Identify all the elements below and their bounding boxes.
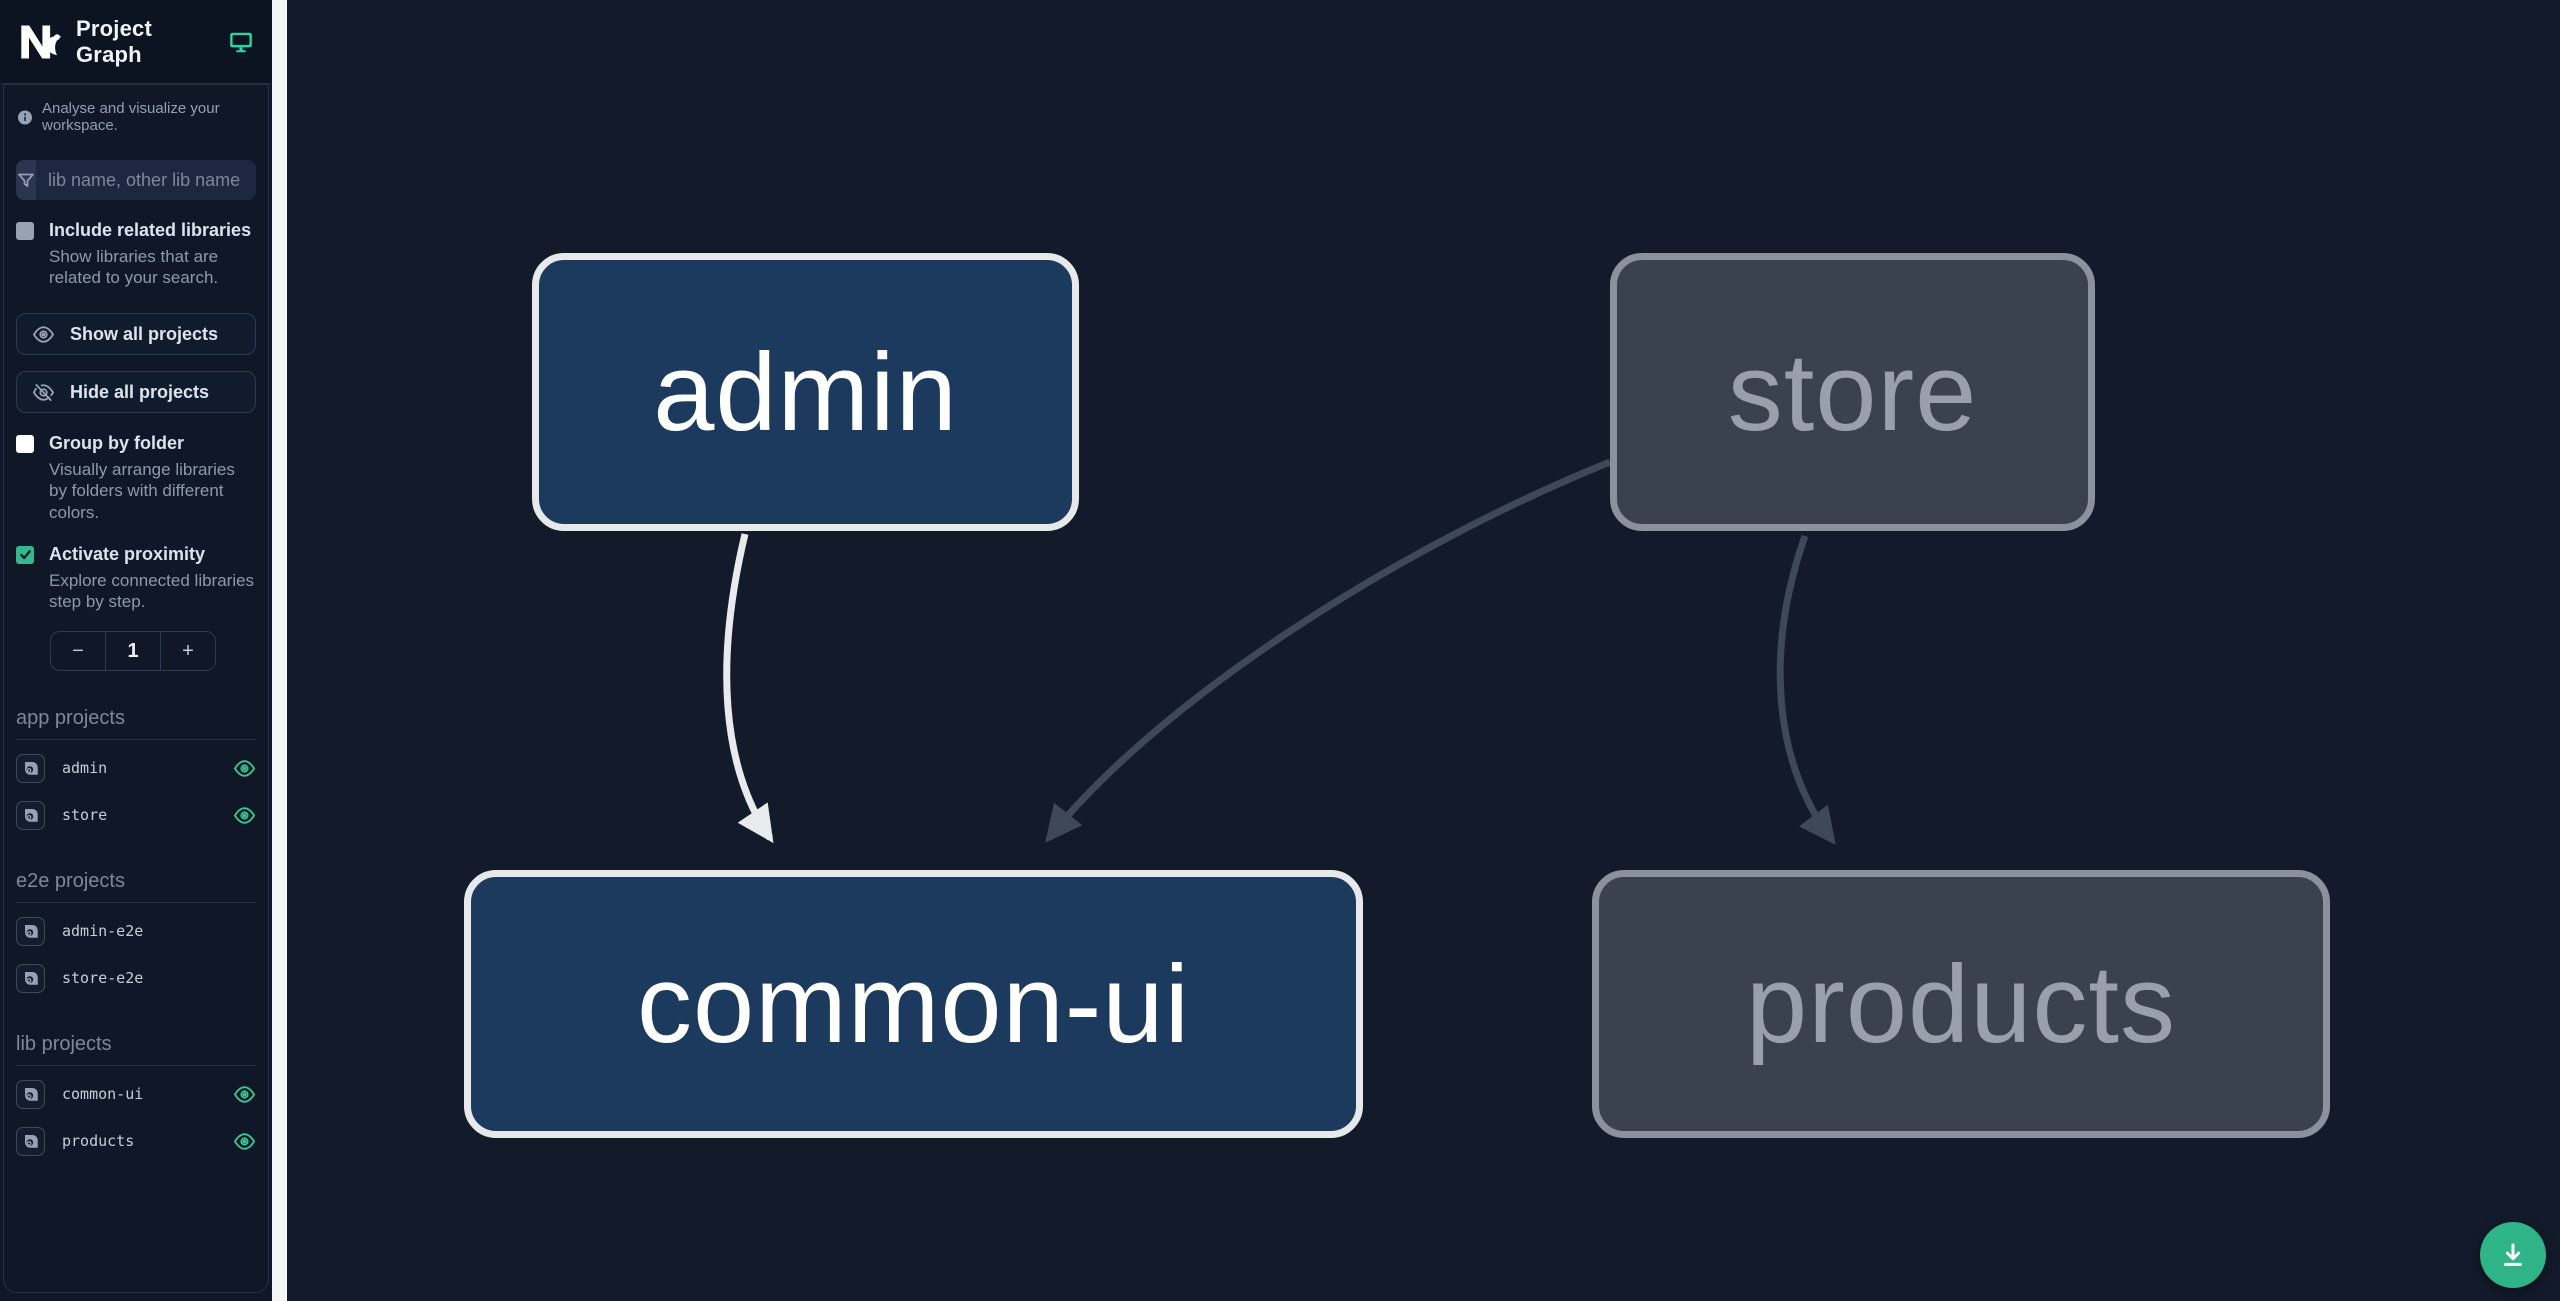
project-row-store: store bbox=[16, 796, 256, 834]
project-row-common-ui: common-ui bbox=[16, 1075, 256, 1113]
graph-edges bbox=[723, 458, 1836, 845]
graph-node-products[interactable]: products bbox=[1592, 870, 2330, 1138]
include-related-desc: Show libraries that are related to your … bbox=[49, 246, 219, 288]
eye-icon[interactable] bbox=[233, 1130, 256, 1153]
tagline-text: Analyse and visualize your workspace. bbox=[41, 100, 220, 134]
include-related-label: Include related libraries bbox=[49, 220, 252, 240]
sidebar-header: Project Graph bbox=[0, 0, 272, 84]
project-row-admin: admin bbox=[16, 749, 256, 787]
group-by-folder-desc: Visually arrange libraries by folders wi… bbox=[49, 459, 235, 523]
eye-icon bbox=[32, 325, 55, 343]
graph-node-admin[interactable]: admin bbox=[532, 253, 1079, 531]
edge-store-products bbox=[1776, 534, 1836, 845]
edge-admin-common-ui bbox=[723, 533, 774, 844]
search-input[interactable] bbox=[36, 160, 256, 200]
project-name[interactable]: store bbox=[62, 806, 108, 825]
nx-logo bbox=[21, 25, 62, 58]
eye-icon[interactable] bbox=[233, 1083, 256, 1106]
library-icon bbox=[16, 916, 45, 946]
project-name[interactable]: store-e2e bbox=[62, 969, 144, 988]
stepper-decrement-button[interactable]: − bbox=[72, 639, 84, 662]
section-title-e2e-projects: e2e projects bbox=[16, 870, 256, 904]
download-image-button[interactable] bbox=[2480, 1222, 2546, 1288]
node-label: store bbox=[1727, 330, 1978, 454]
group-by-folder-checkbox[interactable] bbox=[16, 435, 34, 454]
project-name[interactable]: admin-e2e bbox=[62, 922, 144, 941]
library-icon bbox=[16, 753, 45, 783]
hide-all-projects-button[interactable]: Hide all projects bbox=[16, 371, 256, 414]
graph-node-store[interactable]: store bbox=[1610, 253, 2095, 531]
section-title-lib-projects: lib projects bbox=[16, 1033, 256, 1067]
library-icon bbox=[16, 1126, 45, 1156]
sidebar-resize-handle[interactable] bbox=[272, 0, 287, 1301]
project-name[interactable]: products bbox=[62, 1132, 135, 1151]
info-icon bbox=[18, 110, 32, 124]
stepper-value: 1 bbox=[105, 632, 160, 671]
project-row-admin-e2e: admin-e2e bbox=[16, 912, 256, 950]
page-title: Project Graph bbox=[76, 15, 152, 67]
project-row-store-e2e: store-e2e bbox=[16, 959, 256, 997]
activate-proximity-label: Activate proximity bbox=[49, 543, 206, 564]
show-all-projects-button[interactable]: Show all projects bbox=[16, 313, 256, 356]
edge-store-common-ui bbox=[1045, 458, 1612, 843]
activate-proximity-desc: Explore connected libraries step by step… bbox=[49, 570, 255, 612]
project-row-products: products bbox=[16, 1122, 256, 1160]
eye-off-icon bbox=[32, 383, 55, 401]
monitor-icon[interactable] bbox=[228, 29, 254, 55]
library-icon bbox=[16, 800, 45, 830]
funnel-icon bbox=[16, 160, 36, 200]
proximity-stepper: − 1 + bbox=[50, 631, 216, 672]
sidebar: Project Graph Analyse and visualize your… bbox=[0, 0, 272, 1301]
checkmark-icon bbox=[19, 550, 31, 560]
group-by-folder-option: Group by folder Visually arrange librari… bbox=[0, 433, 272, 524]
library-icon bbox=[16, 1079, 45, 1109]
include-related-checkbox[interactable] bbox=[16, 222, 34, 240]
show-all-projects-label: Show all projects bbox=[70, 323, 219, 344]
eye-icon[interactable] bbox=[233, 757, 256, 780]
eye-icon[interactable] bbox=[233, 804, 256, 827]
workspace-tagline: Analyse and visualize your workspace. bbox=[0, 84, 272, 144]
node-label: products bbox=[1746, 942, 2176, 1066]
filter-box bbox=[16, 160, 256, 200]
project-name[interactable]: admin bbox=[62, 759, 108, 778]
activate-proximity-option: Activate proximity Explore connected lib… bbox=[0, 544, 272, 613]
graph-node-common-ui[interactable]: common-ui bbox=[464, 870, 1363, 1138]
stepper-increment-button[interactable]: + bbox=[160, 632, 215, 671]
download-icon bbox=[2504, 1243, 2522, 1266]
hide-all-projects-label: Hide all projects bbox=[70, 381, 210, 402]
section-title-app-projects: app projects bbox=[16, 707, 256, 741]
include-related-option: Include related libraries Show libraries… bbox=[0, 220, 272, 289]
activate-proximity-checkbox[interactable] bbox=[16, 545, 34, 564]
project-name[interactable]: common-ui bbox=[62, 1085, 144, 1104]
library-icon bbox=[16, 963, 45, 993]
group-by-folder-label: Group by folder bbox=[49, 433, 184, 454]
node-label: common-ui bbox=[636, 942, 1191, 1066]
graph-canvas[interactable]: admin store common-ui products bbox=[287, 0, 2560, 1301]
node-label: admin bbox=[653, 330, 958, 454]
